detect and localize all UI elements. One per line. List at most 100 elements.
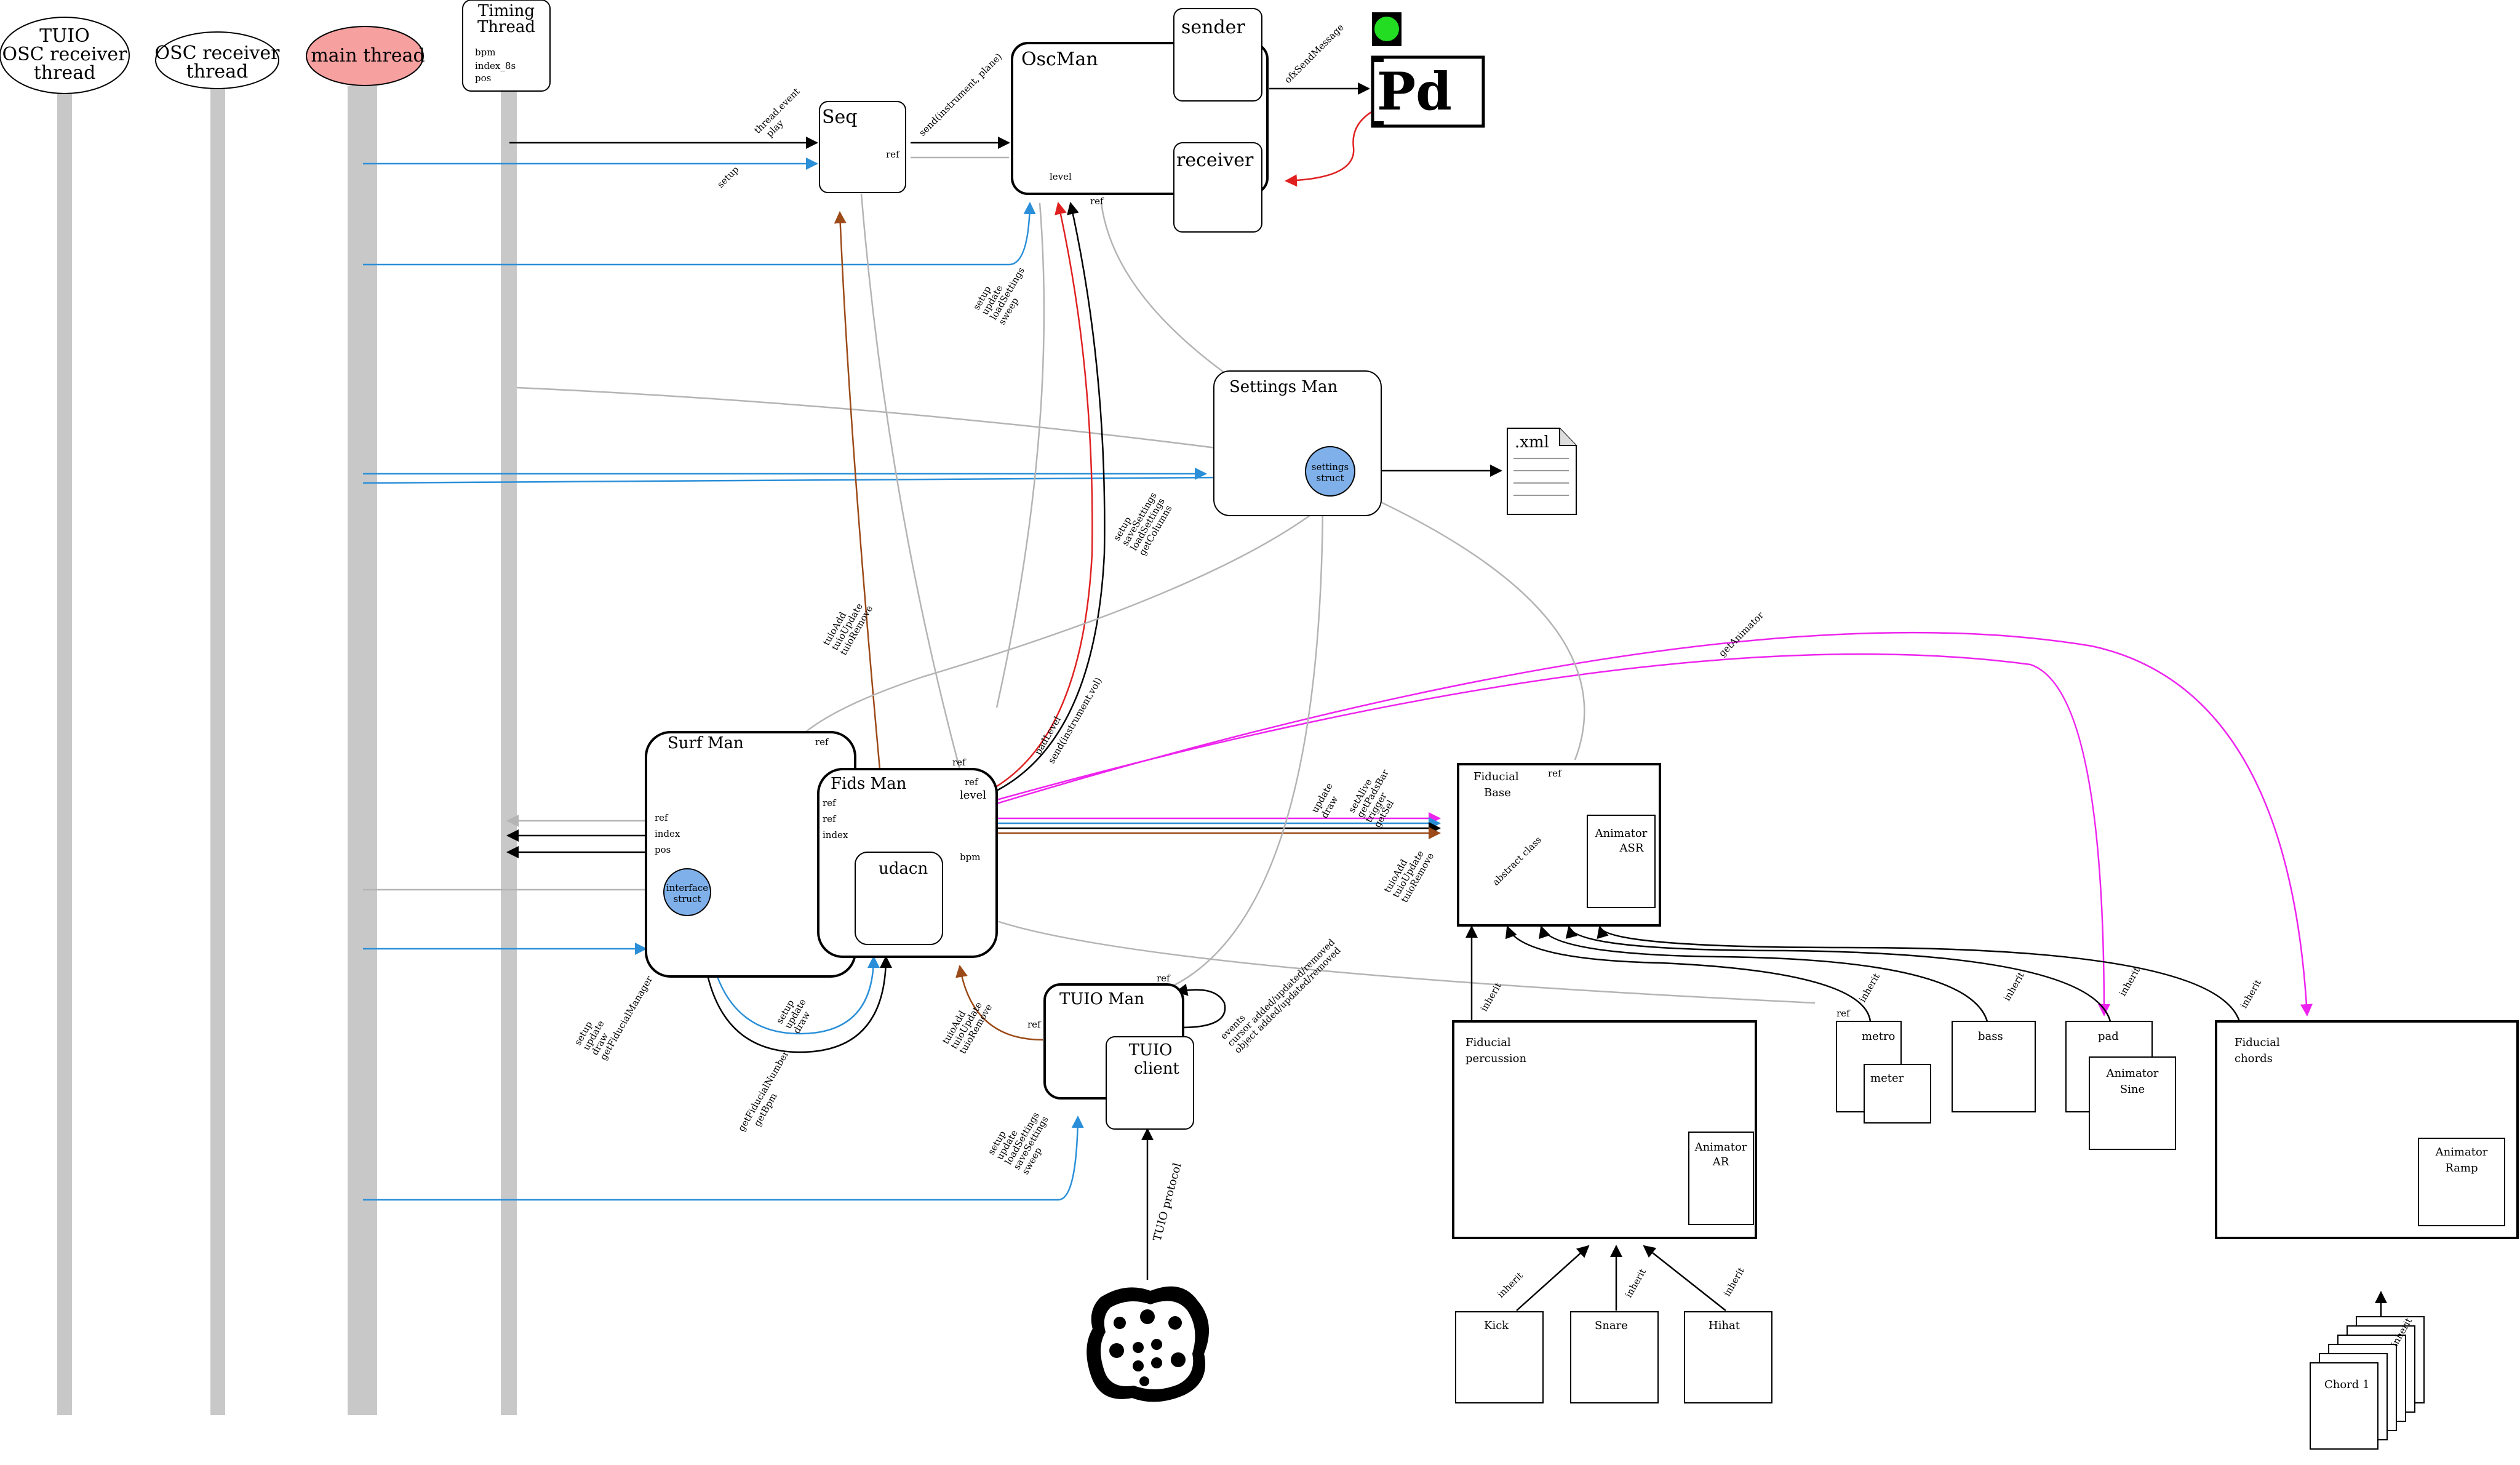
edge-label: ofxSendMessage <box>1282 22 1346 86</box>
kick-label: Kick <box>1484 1319 1509 1332</box>
fc-title: chords <box>2235 1052 2273 1065</box>
fc-title: Fiducial <box>2235 1036 2280 1049</box>
line-tuio-settings <box>1162 491 1329 992</box>
animator-asr-label: ASR <box>1619 842 1644 855</box>
animator-asr-label: Animator <box>1595 827 1648 840</box>
tuioman-ref-left: ref <box>1027 1019 1042 1030</box>
fidsman-title: Fids Man <box>831 775 907 793</box>
fidsman-field: index <box>823 829 848 840</box>
edge-label: getFiducialManager <box>597 974 655 1062</box>
line-fb-settings <box>1358 491 1585 760</box>
oscman-ref: ref <box>1090 196 1104 207</box>
arrow-tuio-to-fids <box>955 965 1043 1041</box>
tuio-client-box <box>1106 1036 1194 1130</box>
chord-label: Chord 1 <box>2324 1378 2370 1391</box>
thread-timing: Timing Thread bpm index_8s pos <box>462 0 551 92</box>
arrow-getanimator-chords <box>996 631 2313 1016</box>
document-icon: .xml <box>1507 428 1577 515</box>
edge-label: object added/updated/removed <box>1232 944 1343 1055</box>
animator-ar-label: Animator <box>1694 1141 1747 1154</box>
inherit-label: inherit <box>2001 970 2027 1003</box>
bass-title: bass <box>1978 1030 2003 1043</box>
kick-box: Kick <box>1455 1311 1544 1403</box>
main-thread-lifeline <box>348 86 377 1415</box>
animator-asr-box <box>1587 815 1656 908</box>
animator-sine-box <box>2089 1056 2176 1150</box>
line-timing-settings <box>516 386 1318 466</box>
fp-title: percussion <box>1465 1052 1527 1065</box>
sender-box: sender <box>1173 8 1262 102</box>
thread-label-line: thread <box>34 62 96 84</box>
fiducial-base-box: Fiducial Base ref abstract class Animato… <box>1457 763 1661 927</box>
animator-ar-box <box>1688 1132 1754 1225</box>
edge-label: getAnimator <box>1717 609 1766 659</box>
animator-ramp-box <box>2418 1138 2505 1226</box>
tuioman-title: TUIO Man <box>1059 990 1144 1008</box>
thread-label-line: Timing <box>478 2 535 20</box>
oscman-level: level <box>1050 171 1072 182</box>
timing-field-pos: pos <box>475 73 491 84</box>
timing-field-bpm: bpm <box>475 47 495 58</box>
surfman-field: ref <box>655 812 669 823</box>
tuio-protocol-label: TUIO protocol <box>1151 1162 1184 1243</box>
fidsman-field: ref <box>823 813 837 824</box>
arrow-inherit-kick <box>1516 1245 1590 1311</box>
fidsman-ref-right: ref <box>965 776 979 788</box>
thread-label-line: OSC receiver <box>155 42 281 64</box>
xml-label: .xml <box>1515 433 1549 452</box>
fidsman-level: level <box>960 789 986 802</box>
inherit-label: inherit <box>1857 972 1882 1004</box>
seq-title: Seq <box>822 106 858 128</box>
thread-label-line: TUIO <box>39 25 90 47</box>
thread-tuio-osc: TUIO OSC receiver thread <box>0 17 130 94</box>
fb-title: Fiducial <box>1473 770 1519 783</box>
fids-man-box: Fids Man ref ref index ref level bpm ref… <box>817 757 998 958</box>
receiver-box: receiver <box>1173 142 1262 233</box>
receiver-label: receiver <box>1176 150 1254 171</box>
tuio-client-label: TUIO <box>1129 1041 1173 1060</box>
pd-indicator-icon <box>1374 17 1399 41</box>
udacn-label: udacn <box>879 860 928 878</box>
fidsman-field: ref <box>823 797 837 808</box>
surfman-ref-top: ref <box>815 736 829 748</box>
arrow-fids-padlevel-oscman <box>996 202 1093 788</box>
settings-title: Settings Man <box>1229 378 1338 396</box>
line-udacn-metro <box>959 903 1816 1004</box>
arrow-inherit-bass <box>1539 925 1988 1022</box>
surfman-field: pos <box>655 844 671 855</box>
fiducial-marker-icon <box>1087 1286 1209 1402</box>
arrow-fids-to-seq <box>834 211 881 770</box>
fiducial-percussion-box: Fiducial percussion Animator AR <box>1452 1020 1757 1239</box>
settings-struct-label: struct <box>1317 473 1344 484</box>
thread-osc: OSC receiver thread <box>155 31 281 89</box>
meter-label: meter <box>1870 1072 1904 1085</box>
animator-ramp-label: Animator <box>2435 1146 2488 1159</box>
edge-label: send(instrument, plane) <box>917 51 1004 138</box>
thread-lifelines <box>57 86 517 1415</box>
tuio-thread-lifeline <box>57 92 72 1415</box>
fidsman-bpm: bpm <box>960 852 980 863</box>
connectors <box>362 82 2387 1347</box>
sender-label: sender <box>1181 17 1245 38</box>
arrow-surf-fids-number <box>706 956 892 1053</box>
timing-field-index: index_8s <box>475 60 516 71</box>
animator-ramp-label: Ramp <box>2445 1162 2478 1175</box>
pad-box: pad Animator Sine <box>2065 1021 2176 1150</box>
bass-box: bass <box>1952 1021 2036 1112</box>
animator-sine-label: Animator <box>2106 1067 2159 1080</box>
thread-label-line: OSC receiver <box>2 44 128 65</box>
edge-label: cursor added/updated/removed <box>1225 936 1337 1048</box>
seq-ref: ref <box>886 149 900 160</box>
thread-label: main thread <box>311 45 425 66</box>
edge-label: setup <box>715 164 741 190</box>
timing-thread-lifeline <box>501 89 517 1415</box>
osc-thread-lifeline <box>210 86 225 1415</box>
arrow-getanimator-pad <box>996 653 2110 1016</box>
inherit-label: inherit <box>1623 1267 1648 1299</box>
inherit-label: inherit <box>1495 1270 1525 1300</box>
metro-title: metro <box>1862 1030 1895 1043</box>
settings-man-box: Settings Man settings struct <box>1213 370 1382 516</box>
interface-struct-label: interface <box>666 882 708 893</box>
thread-main: main thread <box>306 26 425 86</box>
